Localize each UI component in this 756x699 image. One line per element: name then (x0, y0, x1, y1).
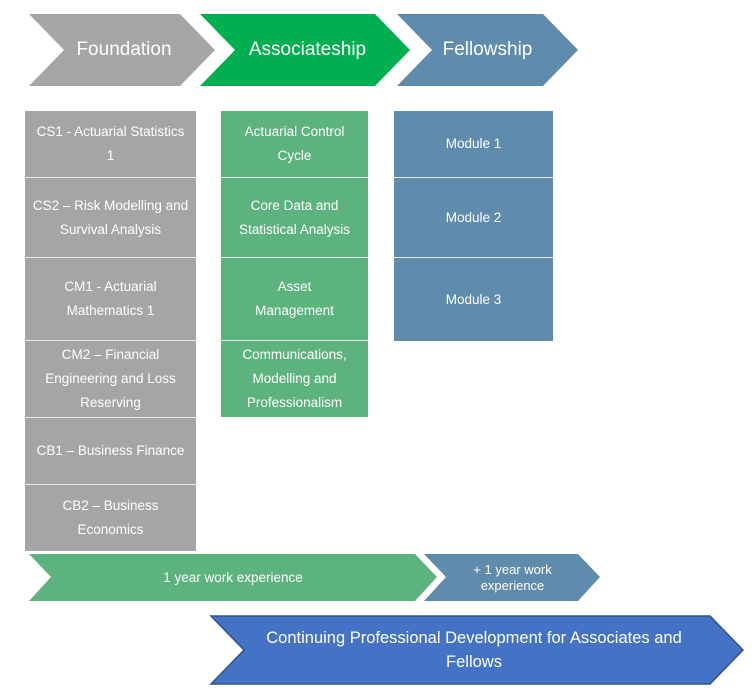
foundation-module: CS1 - Actuarial Statistics 1 (25, 111, 196, 178)
foundation-module: CM2 – Financial Engineering and Loss Res… (25, 341, 196, 418)
work-experience-label: 1 year work experience (163, 570, 303, 585)
fellowship-module: Module 1 (394, 111, 553, 178)
work-experience-arrow (29, 554, 437, 601)
foundation-module: CM1 - Actuarial Mathematics 1 (25, 258, 196, 341)
fellowship-module: Module 3 (394, 258, 553, 341)
extra-work-experience-label: + 1 year work experience (473, 561, 552, 593)
stage-label-associateship: Associateship (248, 39, 367, 60)
foundation-module: CB1 – Business Finance (25, 418, 196, 485)
foundation-chevron (29, 14, 215, 86)
associateship-module: Asset Management (221, 258, 368, 341)
associateship-module: Core Data and Statistical Analysis (221, 178, 368, 258)
stage-label-fellowship: Fellowship (442, 39, 533, 60)
stage-label-foundation: Foundation (76, 39, 172, 60)
associateship-module: Actuarial Control Cycle (221, 111, 368, 178)
foundation-module: CB2 – Business Economics (25, 485, 196, 551)
fellowship-chevron (397, 14, 578, 86)
associateship-module: Communications, Modelling and Profession… (221, 341, 368, 417)
extra-work-experience-arrow (424, 554, 600, 601)
cpd-arrow (209, 615, 745, 685)
associateship-chevron (200, 14, 410, 86)
cpd-label: Continuing Professional Development for … (266, 629, 682, 671)
foundation-module: CS2 – Risk Modelling and Survival Analys… (25, 178, 196, 258)
fellowship-module: Module 2 (394, 178, 553, 258)
